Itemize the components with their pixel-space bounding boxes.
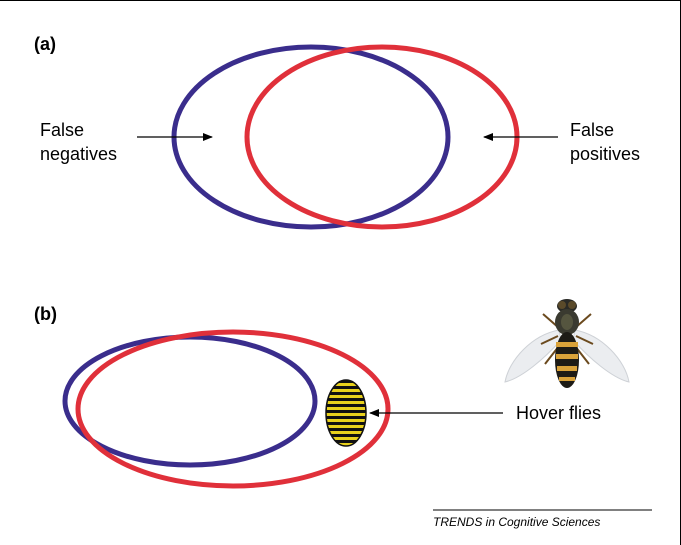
hover-fly-photo-icon xyxy=(505,299,629,388)
hover-fly-stripe xyxy=(324,428,368,431)
hover-fly-stripe xyxy=(324,416,368,419)
false-negatives-line1: False xyxy=(40,120,84,140)
false-negatives-line2: negatives xyxy=(40,144,117,164)
panel-b-blue-ellipse xyxy=(65,337,315,465)
hover-fly-stripe xyxy=(324,410,368,413)
panel-b-label: (b) xyxy=(34,304,57,324)
panel-a-label: (a) xyxy=(34,34,56,54)
hover-fly-stripe xyxy=(324,422,368,425)
hover-fly-stripe xyxy=(324,398,368,401)
hover-fly-stripe xyxy=(324,440,368,443)
hover-fly-region xyxy=(324,378,368,449)
false-positives-line1: False xyxy=(570,120,614,140)
false-positives-line2: positives xyxy=(570,144,640,164)
hover-fly-stripe xyxy=(324,404,368,407)
credit-text: TRENDS in Cognitive Sciences xyxy=(433,515,600,529)
panel-a-blue-ellipse xyxy=(174,47,448,227)
hover-flies-label: Hover flies xyxy=(516,403,601,423)
hover-fly-stripe xyxy=(324,386,368,389)
panel-a-red-ellipse xyxy=(247,47,517,227)
